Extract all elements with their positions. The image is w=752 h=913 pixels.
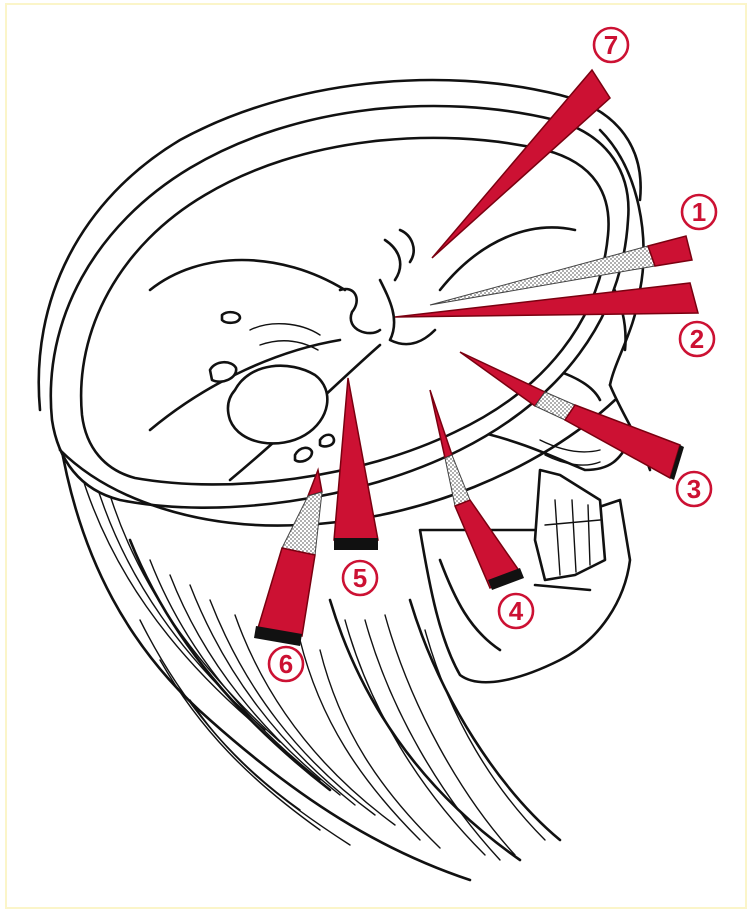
label-4: 4 — [499, 594, 533, 628]
label-4-number: 4 — [509, 596, 524, 626]
label-3: 3 — [677, 472, 711, 506]
label-6: 6 — [269, 647, 303, 681]
label-1-number: 1 — [692, 197, 706, 227]
label-6-number: 6 — [279, 649, 293, 679]
label-7: 7 — [594, 28, 628, 62]
label-1: 1 — [682, 195, 716, 229]
label-2-number: 2 — [690, 324, 704, 354]
label-7-number: 7 — [604, 30, 618, 60]
label-5-number: 5 — [353, 563, 367, 593]
label-3-number: 3 — [687, 474, 701, 504]
label-5: 5 — [343, 561, 377, 595]
label-2: 2 — [680, 322, 714, 356]
